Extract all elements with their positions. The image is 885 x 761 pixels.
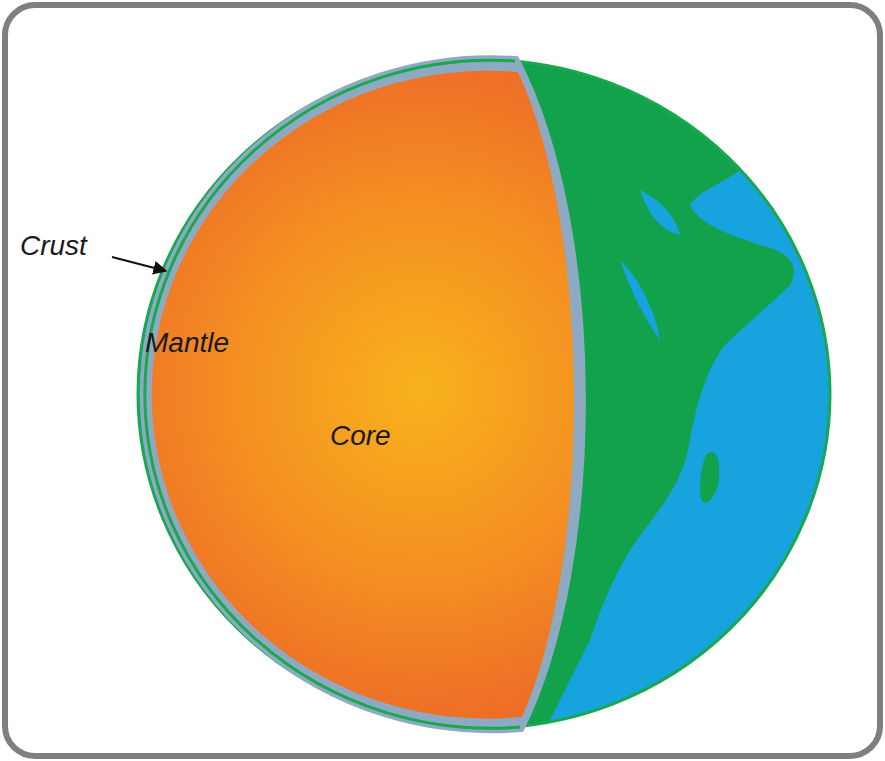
mantle-region: Core Mantle	[130, 52, 600, 736]
mantle-fill	[152, 71, 574, 719]
mantle-shape	[130, 52, 600, 736]
globe-outline	[138, 60, 830, 728]
leader-line	[112, 257, 166, 271]
globe-edge	[145, 60, 520, 728]
layer-label: Mantle	[145, 327, 229, 359]
frame	[5, 5, 880, 756]
layer-label: Crust	[20, 230, 87, 262]
crust-band	[145, 60, 581, 728]
layer-label: Core	[330, 420, 391, 452]
